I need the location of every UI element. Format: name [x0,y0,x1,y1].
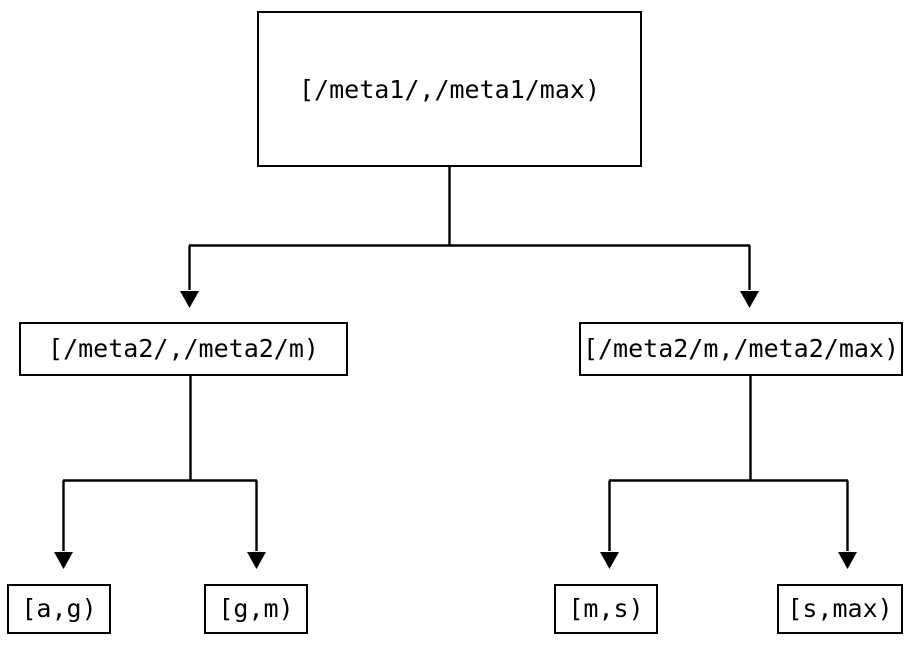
node-mid-right[interactable]: [/meta2/m,/meta2/max) [579,322,903,376]
edge-group-mid-right [600,375,857,569]
node-mid-left-label: [/meta2/,/meta2/m) [48,334,319,363]
node-leaf-4[interactable]: [s,max) [777,584,903,634]
edge-group-mid-left [54,375,266,569]
node-leaf-3[interactable]: [m,s) [554,584,658,634]
node-root[interactable]: [/meta1/,/meta1/max) [257,11,642,167]
node-leaf-3-box[interactable] [554,584,658,634]
node-leaf-2[interactable]: [g,m) [204,584,308,634]
node-leaf-1[interactable]: [a,g) [7,584,111,634]
node-root-box[interactable] [257,11,642,167]
node-leaf-1-box[interactable] [7,584,111,634]
node-leaf-1-label: [a,g) [21,594,96,623]
node-mid-left[interactable]: [/meta2/,/meta2/m) [19,322,348,376]
node-leaf-2-box[interactable] [204,584,308,634]
node-mid-left-box[interactable] [19,322,348,376]
node-root-label: [/meta1/,/meta1/max) [299,75,600,104]
arrowhead-mid-left-to-leaf2 [247,552,266,569]
node-mid-right-box[interactable] [579,322,903,376]
node-mid-right-label: [/meta2/m,/meta2/max) [583,334,899,363]
arrowhead-root-to-mid-left [180,291,199,308]
node-leaf-2-label: [g,m) [218,594,293,623]
arrowhead-root-to-mid-right [740,291,759,308]
node-leaf-3-label: [m,s) [568,594,643,623]
arrowhead-mid-left-to-leaf1 [54,552,73,569]
arrowhead-mid-right-to-leaf4 [838,552,857,569]
node-leaf-4-label: [s,max) [787,594,892,623]
arrowhead-mid-right-to-leaf3 [600,552,619,569]
node-leaf-4-box[interactable] [777,584,903,634]
edge-group-root [180,166,759,308]
